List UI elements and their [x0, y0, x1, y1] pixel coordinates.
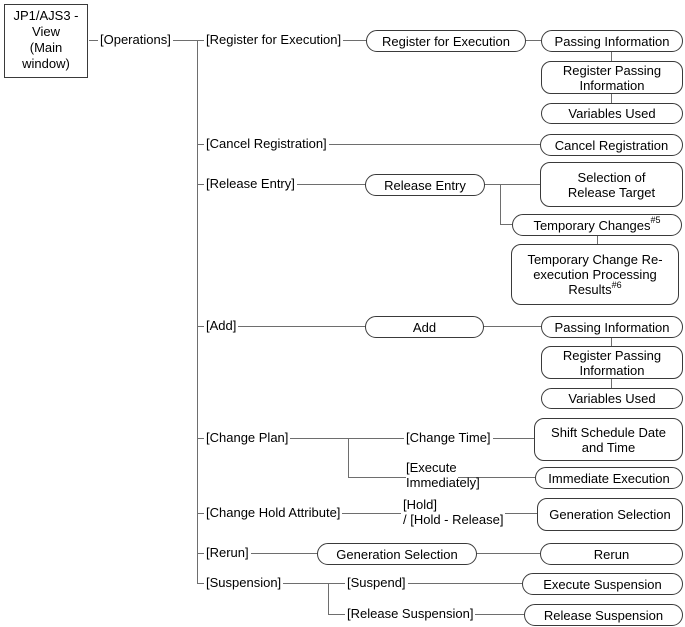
connector-line [500, 224, 512, 225]
connector-line [348, 477, 406, 478]
connector-line [197, 438, 534, 439]
passing-information-window-node: Passing Information [541, 316, 683, 338]
cancel-registration-menu-label: [Cancel Registration] [204, 136, 329, 152]
connector-line [197, 144, 540, 145]
connector-line [197, 513, 537, 514]
hold-release-menu-label: [Hold] / [Hold - Release] [401, 497, 506, 527]
release-entry-window-node: Release Entry [365, 174, 485, 196]
connector-line [611, 50, 612, 61]
footnote-6-marker: #6 [611, 279, 622, 290]
release-suspension-window-node: Release Suspension [524, 604, 683, 626]
release-entry-menu-label: [Release Entry] [204, 176, 297, 192]
footnote-5-marker: #5 [650, 215, 661, 226]
change-plan-menu-label: [Change Plan] [204, 430, 291, 446]
change-time-menu-label: [Change Time] [404, 430, 493, 446]
register-passing-information-dialog-node: Register Passing Information [541, 346, 683, 379]
selection-of-release-target-dialog-node: Selection of Release Target [540, 162, 683, 207]
immediate-execution-window-node: Immediate Execution [535, 467, 683, 489]
connector-line [611, 377, 612, 388]
add-window-node: Add [365, 316, 484, 338]
main-window-title-line: View [32, 24, 60, 39]
connector-line [597, 234, 598, 244]
shift-schedule-date-and-time-dialog-node: Shift Schedule Date and Time [534, 418, 683, 461]
suspend-menu-label: [Suspend] [345, 575, 408, 591]
connector-line [328, 583, 329, 614]
passing-information-window-node: Passing Information [541, 30, 683, 52]
main-window-title-line: JP1/AJS3 - [13, 8, 79, 23]
main-window-node: JP1/AJS3 - View (Main window) [4, 4, 88, 78]
temporary-changes-window-node: Temporary Changes#5 [512, 214, 682, 236]
change-hold-attribute-menu-label: [Change Hold Attribute] [204, 505, 343, 521]
register-for-execution-menu-label: [Register for Execution] [204, 32, 344, 48]
execute-suspension-window-node: Execute Suspension [522, 573, 683, 595]
generation-selection-window-node: Generation Selection [317, 543, 477, 565]
temporary-change-reexecution-dialog-node: Temporary Change Re- execution Processin… [511, 244, 679, 305]
register-for-execution-window-node: Register for Execution [366, 30, 526, 52]
execute-immediately-menu-label: [Execute Immediately] [406, 460, 480, 490]
main-window-title-line: window) [22, 56, 70, 71]
release-suspension-menu-label: [Release Suspension] [345, 606, 476, 622]
register-passing-information-dialog-node: Register Passing Information [541, 61, 683, 94]
rerun-menu-label: [Rerun] [204, 545, 251, 561]
connector-line [611, 92, 612, 103]
cancel-registration-window-node: Cancel Registration [540, 134, 683, 156]
connector-line [348, 438, 349, 477]
variables-used-window-node: Variables Used [541, 103, 683, 124]
generation-selection-dialog-node: Generation Selection [537, 498, 683, 531]
main-window-title-line: (Main [29, 40, 63, 55]
connector-line [197, 40, 198, 583]
rerun-window-node: Rerun [540, 543, 683, 565]
connector-line [458, 477, 535, 478]
connector-line [500, 184, 501, 224]
connector-line [611, 336, 612, 346]
suspension-menu-label: [Suspension] [204, 575, 284, 591]
variables-used-window-node: Variables Used [541, 388, 683, 409]
operations-menu-label: [Operations] [98, 32, 173, 48]
add-menu-label: [Add] [204, 318, 239, 334]
